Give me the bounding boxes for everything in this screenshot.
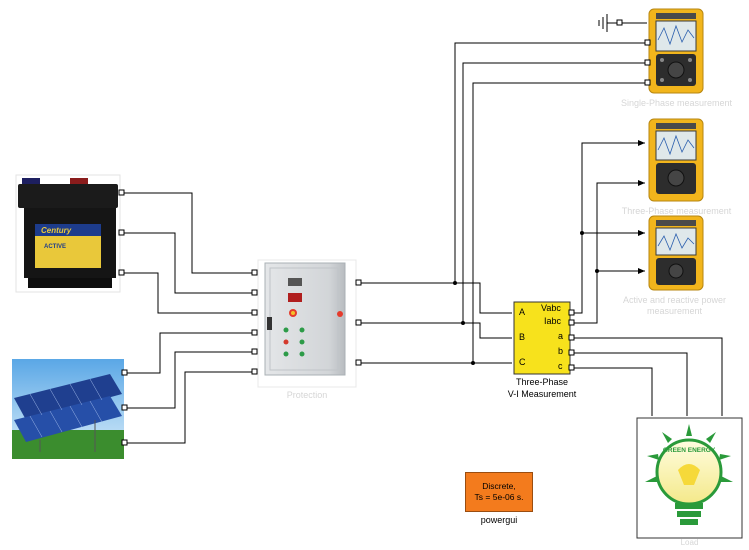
wire-branch-b [462,62,647,323]
wire-battery-3 [122,272,255,314]
powergui-label: powergui [480,515,518,525]
wire-phase-a [358,282,512,314]
meas-port-in-c: C [519,357,526,367]
powergui-mode: Discrete, [482,481,516,491]
port-battery-3[interactable] [118,269,125,276]
port-scope1-in-2[interactable] [644,59,651,66]
scope-three-phase[interactable] [648,118,704,202]
port-solar-2[interactable] [121,404,128,411]
port-meas-c[interactable] [568,364,575,371]
port-scope1-gnd[interactable] [616,19,623,26]
wire-solar-1 [125,332,255,374]
port-protection-in-1[interactable] [251,269,258,276]
sun-rays-icon [645,424,733,482]
battery-block[interactable]: Century ACTIVE [15,174,121,293]
battery-brand: Century [41,226,72,235]
scope-power-label-line2: measurement [646,306,703,316]
powergui-block[interactable]: Discrete, Ts = 5e-06 s. [465,472,533,512]
junction-dot [471,361,475,365]
port-scope1-in-3[interactable] [644,79,651,86]
port-protection-in-5[interactable] [251,348,258,355]
meas-port-out-c: c [558,361,563,371]
meas-port-out-a: a [558,331,564,341]
port-markers [118,19,651,446]
meas-port-in-b: B [519,332,526,342]
junction-dot [461,321,465,325]
port-protection-in-2[interactable] [251,289,258,296]
port-protection-in-3[interactable] [251,309,258,316]
protection-label: Protection [286,390,328,400]
meas-port-out-vabc: Vabc [541,303,561,313]
meas-port-in-a: A [519,307,526,317]
wire-branch-a [454,42,647,283]
scope-active-reactive-power[interactable] [648,215,704,291]
port-scope1-in-1[interactable] [644,39,651,46]
load-badge-text: GREEN ENERGY [663,447,716,454]
measurement-block[interactable] [513,301,571,375]
measurement-title-line1: Three-Phase [515,377,569,387]
powergui-sample-time: Ts = 5e-06 s. [474,492,524,502]
wire-phase-b [358,322,512,339]
port-protection-out-3[interactable] [355,359,362,366]
protection-block[interactable] [257,259,357,388]
wire-battery-1 [122,192,255,274]
wire-load-b [572,352,688,416]
wire-solar-3 [125,371,255,444]
wire-load-c [572,367,653,416]
scope-three-phase-label: Three-Phase measurement [621,206,732,216]
scope-single-phase[interactable] [648,8,704,94]
meas-port-out-b: b [558,346,564,356]
port-meas-vabc[interactable] [568,309,575,316]
junction-dot [580,231,584,235]
port-meas-iabc[interactable] [568,319,575,326]
meas-port-out-iabc: Iabc [544,316,562,326]
wire-vabc [572,140,645,314]
port-protection-in-4[interactable] [251,329,258,336]
signal-wires [122,22,723,444]
junction-dot [595,269,599,273]
port-protection-out-2[interactable] [355,319,362,326]
port-protection-out-1[interactable] [355,279,362,286]
load-block[interactable]: GREEN ENERGY [636,417,743,539]
ground-icon [598,14,612,32]
scope-single-phase-label: Single-Phase measurement [620,98,733,108]
port-battery-2[interactable] [118,229,125,236]
port-battery-1[interactable] [118,189,125,196]
wire-branch-c [472,82,647,363]
load-label: Load [680,538,699,547]
port-meas-b[interactable] [568,349,575,356]
junction-dot [453,281,457,285]
wire-solar-2 [125,351,255,409]
port-protection-in-6[interactable] [251,368,258,375]
port-meas-a[interactable] [568,334,575,341]
solar-panel-block[interactable] [12,359,124,459]
measurement-title-line2: V-I Measurement [507,389,577,399]
wire-load-a [572,337,723,416]
wire-iabc [572,180,645,324]
scope-power-label-line1: Active and reactive power [622,295,727,305]
battery-model: ACTIVE [44,244,66,250]
port-solar-1[interactable] [121,369,128,376]
port-solar-3[interactable] [121,439,128,446]
junction-dots [453,231,599,365]
wire-battery-2 [122,232,255,294]
